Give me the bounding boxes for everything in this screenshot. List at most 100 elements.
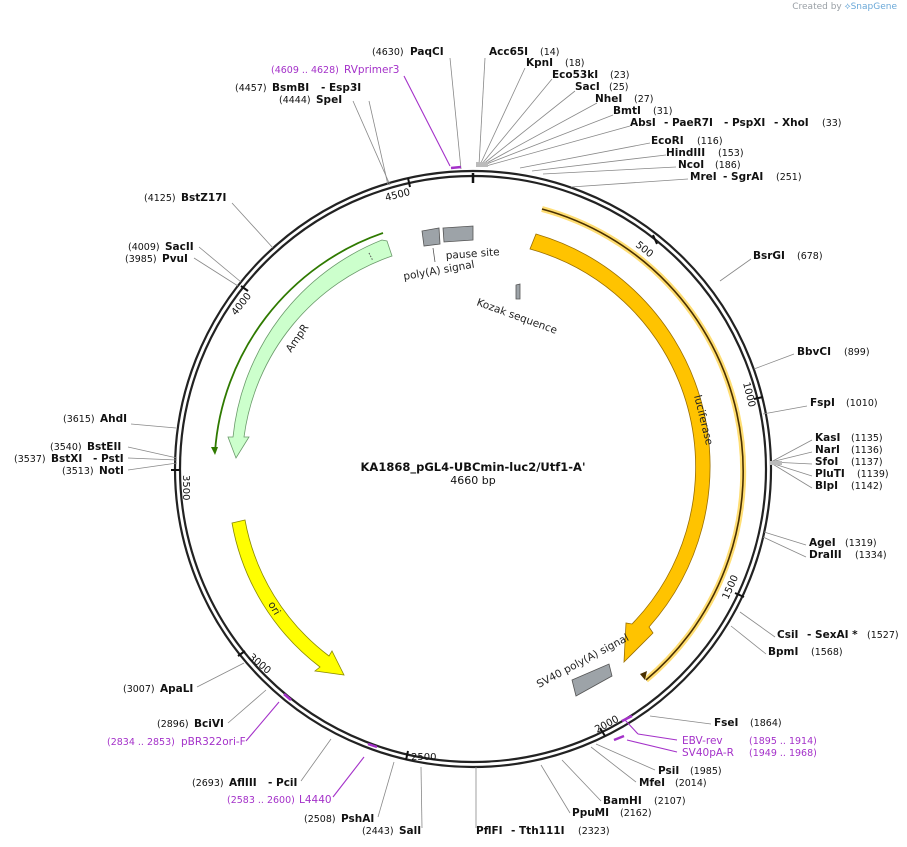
ahdi-pos: (3615) bbox=[63, 414, 95, 425]
ebv-rev-leader-2 bbox=[624, 719, 639, 735]
l4440-mark bbox=[367, 742, 378, 749]
kasi-leader bbox=[770, 439, 813, 463]
pvui-label: PvuI bbox=[162, 253, 188, 265]
sacii-pos: (4009) bbox=[128, 242, 160, 253]
nhei-leader bbox=[482, 102, 598, 166]
blpi-label: BlpI bbox=[815, 480, 838, 492]
ebv-rev-leader bbox=[637, 733, 678, 741]
ncoi-label: NcoI bbox=[678, 159, 704, 171]
ebv-rev-mark bbox=[621, 714, 633, 723]
bsrgi-label: BsrGI bbox=[753, 250, 785, 262]
pbr322ori-f-mark bbox=[283, 693, 292, 701]
pause-site-label: pause site bbox=[445, 246, 500, 262]
eco53ki-label: Eco53kI bbox=[552, 69, 598, 81]
noti-label: NotI bbox=[99, 465, 124, 477]
kozak-label: Kozak sequence bbox=[475, 297, 559, 337]
ncoi-pos: (186) bbox=[715, 160, 741, 171]
polya-leader-line bbox=[432, 247, 436, 263]
fspi-leader bbox=[762, 405, 808, 415]
pflfi-label: PflFI bbox=[476, 825, 503, 837]
sacii-label: SacII bbox=[165, 241, 194, 253]
noti-leader bbox=[127, 462, 178, 471]
snapgene-watermark: Created by ⟡SnapGene bbox=[792, 2, 897, 12]
pspxi-label: - PspXI bbox=[724, 117, 765, 129]
bpmi-leader bbox=[730, 625, 767, 655]
tick-mark-1000 bbox=[753, 396, 764, 400]
psii-label: PsiI bbox=[658, 765, 679, 777]
mfei-pos: (2014) bbox=[675, 778, 707, 789]
csii-pos: (1527) bbox=[867, 630, 899, 641]
nhei-label: NheI bbox=[595, 93, 622, 105]
rvprimer3-leader bbox=[403, 75, 451, 167]
pbr322ori-f-range: (2834 .. 2853) bbox=[107, 737, 175, 748]
tick-mark-500 bbox=[652, 234, 658, 245]
ampr-arrow bbox=[227, 239, 393, 459]
bamhi-pos: (2107) bbox=[654, 796, 686, 807]
kozak-box bbox=[515, 283, 521, 300]
primer-leader-lines bbox=[245, 75, 678, 798]
absi-pos: (33) bbox=[822, 118, 842, 129]
rvprimer3-label: RVprimer3 bbox=[344, 64, 400, 76]
csii-leader bbox=[739, 611, 776, 638]
plasmid-length: 4660 bp bbox=[450, 474, 495, 487]
tick-mark-2500 bbox=[405, 750, 409, 761]
rvprimer3-range: (4609 .. 4628) bbox=[271, 65, 339, 76]
agei-leader bbox=[763, 531, 807, 546]
plasmid-name: KA1868_pGL4-UBCmin-luc2/Utf1-A' bbox=[361, 460, 586, 475]
pvui-leader bbox=[193, 257, 239, 287]
tick-label-4000: 4000 bbox=[230, 291, 254, 318]
sali-pos: (2443) bbox=[362, 826, 394, 837]
paqci-label: PaqCI bbox=[410, 46, 444, 58]
agei-label: AgeI bbox=[809, 537, 836, 549]
sacii-leader bbox=[198, 246, 242, 283]
bbvci-pos: (899) bbox=[844, 347, 870, 358]
tick-mark-4500 bbox=[407, 177, 411, 188]
tick-label-2000: 2000 bbox=[593, 714, 621, 736]
ahdi-label: AhdI bbox=[100, 413, 127, 425]
l4440-leader bbox=[332, 756, 365, 798]
ecori-leader bbox=[519, 142, 651, 169]
sfoi-label: SfoI bbox=[815, 456, 838, 468]
ebv-rev-range: (1895 .. 1914) bbox=[749, 736, 817, 747]
pbr322ori-f-label: pBR322ori-F bbox=[181, 736, 246, 748]
xhoi-label: - XhoI bbox=[774, 117, 809, 129]
tick-mark-1500 bbox=[734, 592, 745, 598]
kpni-leader bbox=[479, 67, 526, 166]
bstz17i-leader bbox=[231, 202, 274, 249]
bsmbi-label: BsmBI bbox=[272, 82, 309, 94]
apali-leader bbox=[196, 662, 245, 688]
draiii-label: DraIII bbox=[809, 549, 842, 561]
pluti-pos: (1139) bbox=[857, 469, 889, 480]
bstz17i-label: BstZ17I bbox=[181, 192, 226, 204]
hindiii-pos: (153) bbox=[718, 148, 744, 159]
bpmi-label: BpmI bbox=[768, 646, 798, 658]
paqci-leader bbox=[449, 57, 462, 170]
paqci-pos: (4630) bbox=[372, 47, 404, 58]
bstz17i-pos: (4125) bbox=[144, 193, 176, 204]
saci-pos: (25) bbox=[609, 82, 629, 93]
watermark-prefix: Created by bbox=[792, 2, 842, 12]
bmti-pos: (31) bbox=[653, 106, 673, 117]
bsmbi-leader bbox=[352, 100, 391, 186]
saci-label: SacI bbox=[575, 81, 600, 93]
esp3i-label: - Esp3I bbox=[321, 82, 361, 94]
agei-pos: (1319) bbox=[845, 538, 877, 549]
ecori-pos: (116) bbox=[697, 136, 723, 147]
bpmi-pos: (1568) bbox=[811, 647, 843, 658]
fsei-leader bbox=[649, 715, 712, 725]
sv40pa-r-mark bbox=[613, 734, 625, 742]
polya-signal-label: poly(A) signal bbox=[402, 259, 475, 283]
sv40pa-r-range: (1949 .. 1968) bbox=[749, 748, 817, 759]
ori-label: ori bbox=[265, 600, 282, 618]
rvprimer3-mark bbox=[450, 165, 462, 170]
ori-arrow bbox=[231, 519, 345, 676]
ampr-strand-line bbox=[214, 232, 384, 453]
pvui-pos: (3985) bbox=[125, 254, 157, 265]
eco53ki-pos: (23) bbox=[610, 70, 630, 81]
bcivi-leader bbox=[227, 689, 267, 724]
sali-leader bbox=[420, 766, 423, 829]
pflfi-pos: (2323) bbox=[578, 826, 610, 837]
fsei-label: FseI bbox=[714, 717, 738, 729]
enzyme-leader-lines bbox=[127, 57, 813, 829]
ampr-strand-arrowhead bbox=[211, 447, 218, 455]
